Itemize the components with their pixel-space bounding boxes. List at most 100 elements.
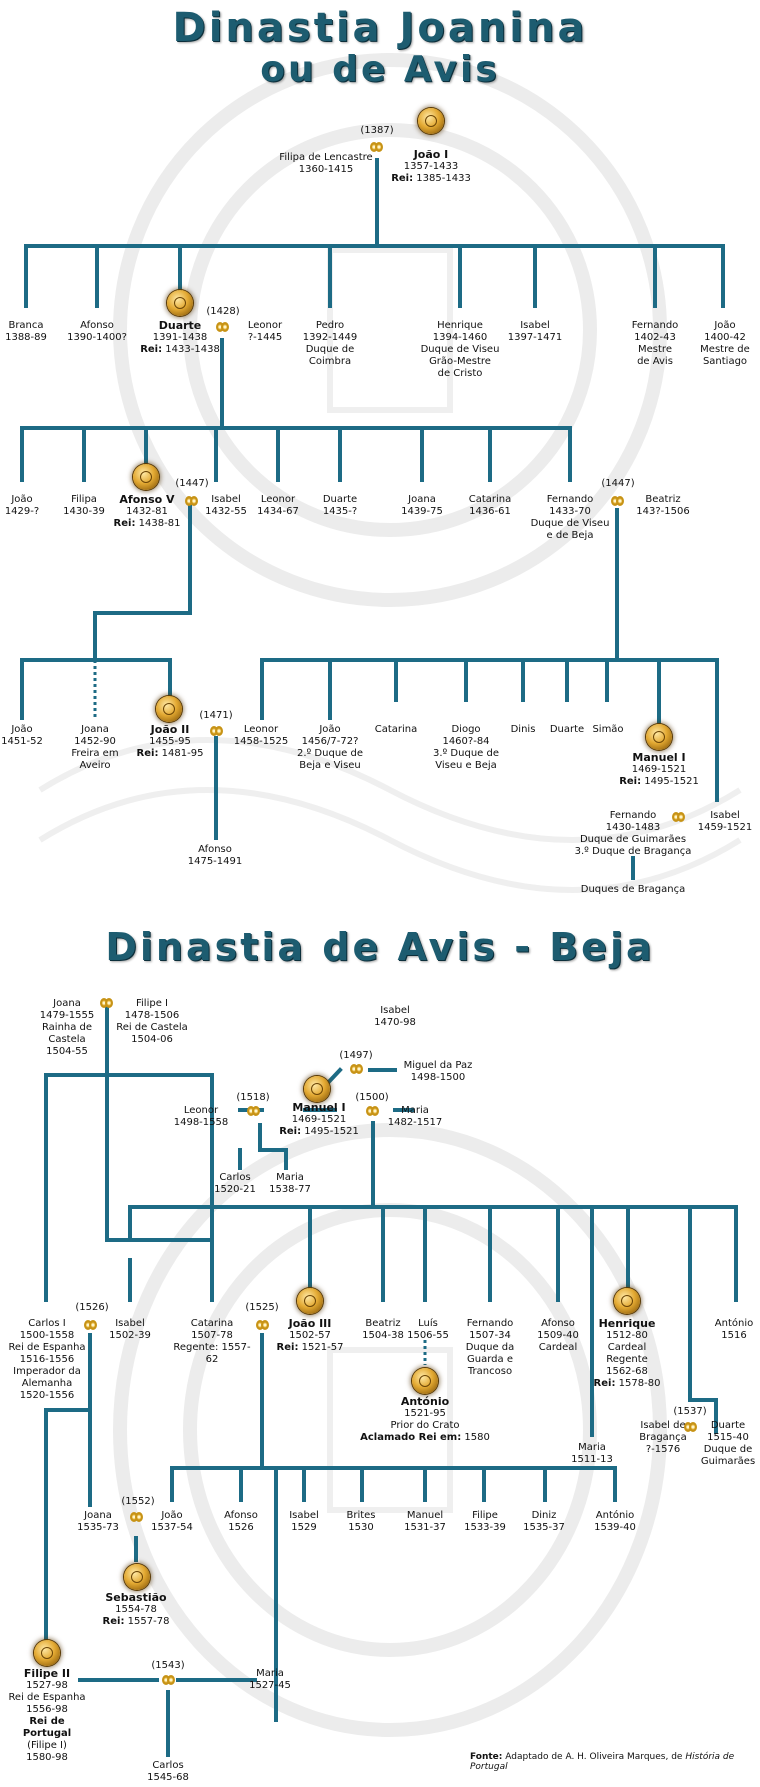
marriage-rings-icon — [100, 998, 113, 1009]
person-leonor: Leonor?-1445 — [247, 320, 283, 343]
crown-icon — [418, 108, 444, 134]
marriage-year: (1552) — [121, 1496, 155, 1507]
marriage-rings-icon — [672, 812, 685, 823]
source-note: Fonte: Adaptado de A. H. Oliveira Marque… — [470, 1752, 735, 1772]
marriage-rings-icon — [162, 1675, 175, 1686]
marriage-year: (1387) — [360, 125, 394, 136]
crown-icon — [34, 1640, 60, 1666]
title-dinastia-joanina: Dinastia Joanina — [172, 5, 588, 51]
crown-icon — [124, 1564, 150, 1590]
marriage-year: (1526) — [75, 1302, 109, 1313]
crown-icon — [412, 1368, 438, 1394]
marriage-rings-icon — [350, 1064, 363, 1075]
marriage-year: (1537) — [673, 1406, 707, 1417]
marriage-year: (1518) — [236, 1092, 270, 1103]
marriage-rings-icon — [684, 1422, 697, 1433]
person-catarina: Catarina — [374, 724, 418, 735]
person-duques-braganca: Duques de Bragança — [580, 884, 686, 895]
marriage-year: (1447) — [601, 478, 635, 489]
person-dinis: Dinis — [510, 724, 536, 735]
crown-icon — [133, 464, 159, 490]
marriage-rings-icon — [611, 496, 624, 507]
marriage-year: (1428) — [206, 306, 240, 317]
marriage-rings-icon — [247, 1106, 260, 1117]
marriage-rings-icon — [210, 726, 223, 737]
crown-icon — [167, 290, 193, 316]
marriage-rings-icon — [370, 142, 383, 153]
marriage-year: (1543) — [151, 1660, 185, 1671]
crown-icon — [304, 1076, 330, 1102]
marriage-year: (1447) — [175, 478, 209, 489]
person-simao: Simão — [592, 724, 624, 735]
title-ou-de-avis: ou de Avis — [260, 49, 500, 90]
marriage-rings-icon — [256, 1320, 269, 1331]
crown-icon — [156, 696, 182, 722]
marriage-rings-icon — [216, 322, 229, 333]
marriage-year: (1500) — [355, 1092, 389, 1103]
marriage-year: (1471) — [199, 710, 233, 721]
crown-icon — [297, 1288, 323, 1314]
marriage-rings-icon — [130, 1512, 143, 1523]
marriage-rings-icon — [185, 496, 198, 507]
marriage-rings-icon — [84, 1320, 97, 1331]
